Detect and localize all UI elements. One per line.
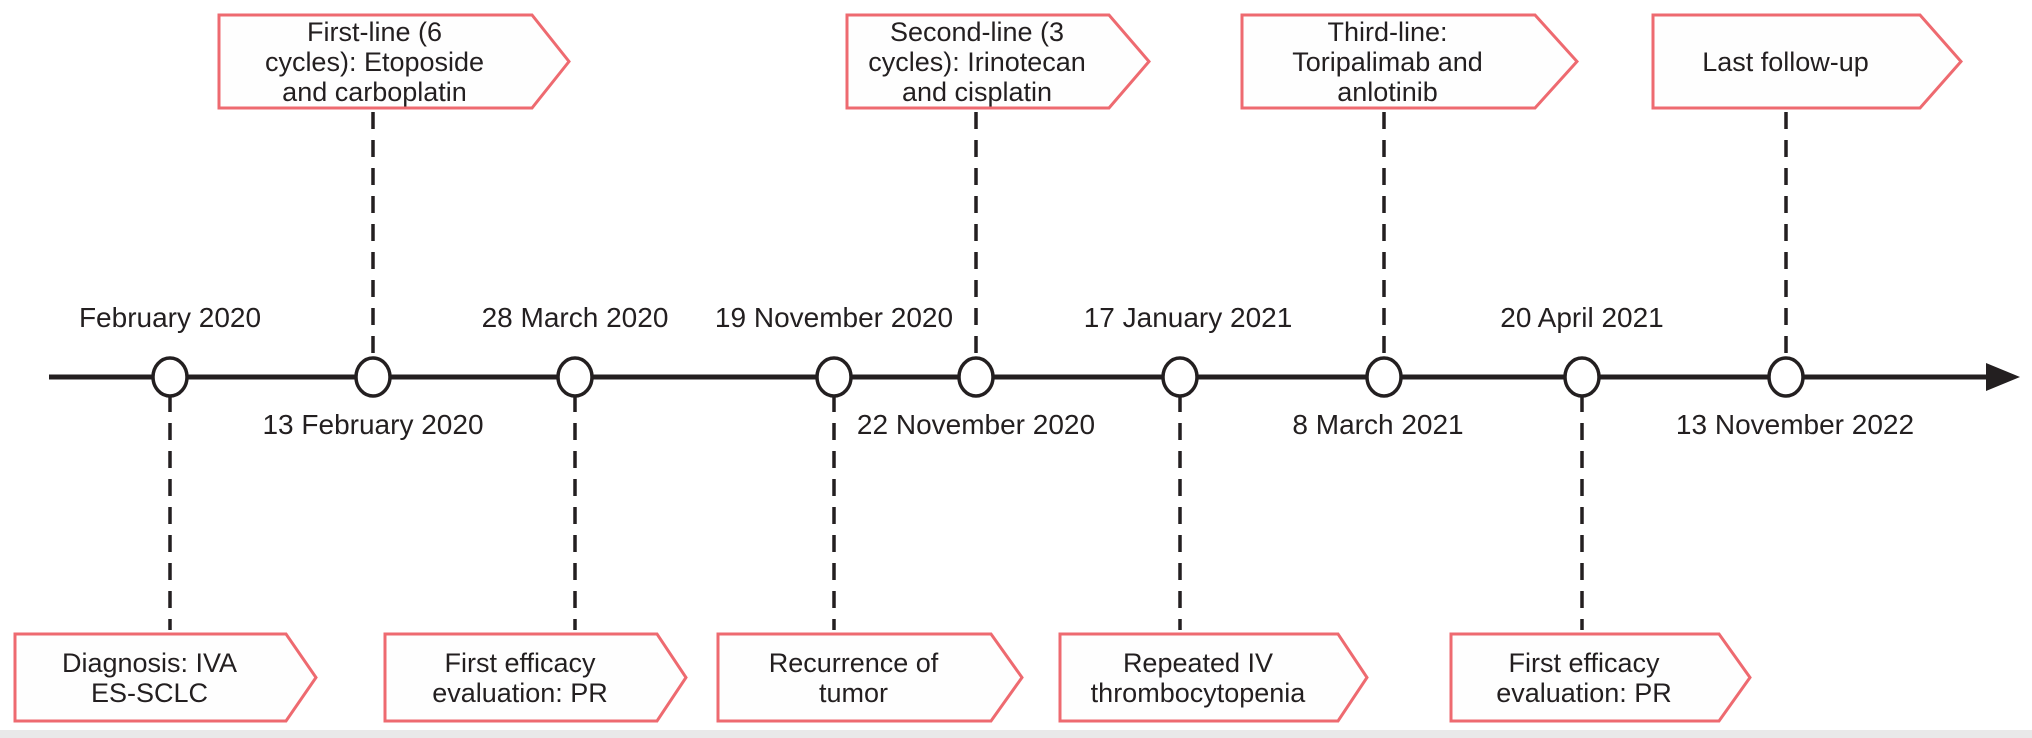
- event-box-label: Second-line (3 cycles): Irinotecan and c…: [868, 16, 1086, 107]
- date-label-20-april-2021: 20 April 2021: [1500, 302, 1664, 333]
- date-label-february-2020: February 2020: [78, 302, 262, 333]
- pennant-shape: [1449, 632, 1752, 723]
- event-box-label: Third-line: Toripalimab and anlotinib: [1292, 16, 1483, 107]
- event-box-first-efficacy-2: First efficacy evaluation: PR: [1449, 632, 1752, 723]
- event-box-recurrence: Recurrence of tumor: [716, 632, 1024, 723]
- event-box-label: First-line (6 cycles): Etoposide and car…: [264, 16, 485, 107]
- timeline-node-1: [151, 356, 189, 398]
- page-bottom-edge: [0, 730, 2032, 738]
- event-box-thrombocytopenia: Repeated IV thrombocytopenia: [1058, 632, 1369, 723]
- pennant-shape: [716, 632, 1024, 723]
- date-label-22-november-2020: 22 November 2020: [856, 409, 1096, 440]
- event-box-first-efficacy-1: First efficacy evaluation: PR: [383, 632, 688, 723]
- date-label-13-february-2020: 13 February 2020: [262, 409, 484, 440]
- event-box-second-line: Second-line (3 cycles): Irinotecan and c…: [845, 13, 1151, 110]
- event-box-label: Last follow-up: [1702, 46, 1869, 77]
- pennant-shape: [13, 632, 318, 723]
- pennant-shape: [1058, 632, 1369, 723]
- timeline-node-6: [1161, 356, 1199, 398]
- date-label-8-march-2021: 8 March 2021: [1292, 409, 1464, 440]
- event-box-label: Diagnosis: IVA ES-SCLC: [61, 647, 238, 708]
- pennant-shape: [1651, 13, 1963, 110]
- date-label-13-november-2022: 13 November 2022: [1675, 409, 1915, 440]
- timeline-node-7: [1365, 356, 1403, 398]
- event-box-diagnosis: Diagnosis: IVA ES-SCLC: [13, 632, 318, 723]
- timeline-node-3: [556, 356, 594, 398]
- date-label-17-january-2021: 17 January 2021: [1083, 302, 1293, 333]
- timeline-node-8: [1563, 356, 1601, 398]
- event-box-last-follow-up: Last follow-up: [1651, 13, 1963, 110]
- pennant-shape: [217, 13, 571, 110]
- pennant-shape: [383, 632, 688, 723]
- pennant-shape: [1240, 13, 1579, 110]
- event-box-label: First efficacy evaluation: PR: [432, 647, 608, 708]
- date-label-28-march-2020: 28 March 2020: [481, 302, 669, 333]
- timeline-node-2: [354, 356, 392, 398]
- event-box-label: First efficacy evaluation: PR: [1496, 647, 1672, 708]
- timeline-node-9: [1767, 356, 1805, 398]
- event-box-first-line: First-line (6 cycles): Etoposide and car…: [217, 13, 571, 110]
- event-box-label: Repeated IV thrombocytopenia: [1090, 647, 1306, 708]
- timeline-node-4: [815, 356, 853, 398]
- timeline-node-5: [957, 356, 995, 398]
- date-label-19-november-2020: 19 November 2020: [714, 302, 954, 333]
- event-box-label: Recurrence of tumor: [768, 647, 939, 708]
- event-box-third-line: Third-line: Toripalimab and anlotinib: [1240, 13, 1579, 110]
- timeline-arrowhead-icon: [1986, 363, 2020, 391]
- pennant-shape: [845, 13, 1151, 110]
